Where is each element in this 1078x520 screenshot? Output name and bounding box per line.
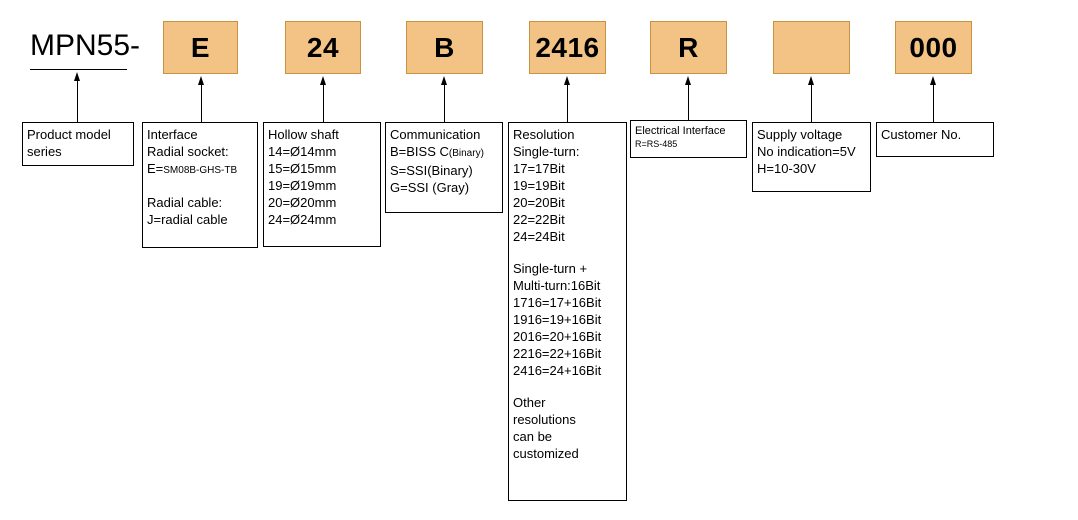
socket-prefix: E= [147,161,164,176]
resolution-multi-item: 2216=22+16Bit [513,346,602,361]
box-resolution: Resolution Single-turn: 17=17Bit 19=19Bi… [508,122,627,501]
arrow-supply [808,76,814,85]
code-box-shaft: 24 [285,21,361,74]
comm-biss: B=BISS C(Binary) [390,143,498,162]
resolution-item: 19=19Bit [513,178,565,193]
resolution-title: Resolution [513,127,575,142]
resolution-other: customized [513,446,579,461]
connector-resolution [567,84,568,122]
arrow-customer [930,76,936,85]
shaft-title: Hollow shaft [268,127,339,142]
interface-radial-socket: Radial socket: [147,144,229,159]
resolution-other: resolutions [513,412,576,427]
supply-title: Supply voltage [757,127,843,142]
supply-h: H=10-30V [757,161,816,176]
interface-socket-value: E=SM08B-GHS-TB [147,160,253,179]
connector-interface [201,84,202,122]
connector-electrical [688,84,689,120]
resolution-other: can be [513,429,553,444]
socket-part: SM08B-GHS-TB [163,165,238,176]
arrow-shaft [320,76,326,85]
shaft-item: 15=Ø15mm [268,161,337,176]
code-box-interface: E [163,21,238,74]
model-prefix: MPN55- [30,29,141,62]
arrow-communication [441,76,447,85]
code-box-electrical: R [650,21,727,74]
resolution-multi-title: Multi-turn:16Bit [513,278,601,293]
interface-title: Interface [147,127,198,142]
arrow-electrical [685,76,691,85]
arrow-resolution [564,76,570,85]
resolution-multi-item: 1916=19+16Bit [513,312,602,327]
supply-default: No indication=5V [757,144,856,159]
box-supply-voltage: Supply voltage No indication=5V H=10-30V [752,122,871,192]
box-interface: Interface Radial socket: E=SM08B-GHS-TB … [142,122,258,248]
electrical-value: R=RS-485 [635,139,678,149]
prefix-underline [30,69,127,70]
arrow-interface [198,76,204,85]
arrow-product [74,72,80,81]
resolution-multi-title: Single-turn + [513,261,588,276]
connector-communication [444,84,445,122]
code-box-communication: B [406,21,483,74]
resolution-multi-item: 2416=24+16Bit [513,363,602,378]
box-communication: Communication B=BISS C(Binary) S=SSI(Bin… [385,122,503,213]
connector-customer [933,84,934,122]
shaft-item: 24=Ø24mm [268,212,337,227]
electrical-title: Electrical Interface [635,125,726,137]
resolution-other: Other [513,395,546,410]
customer-title: Customer No. [881,127,962,142]
box-customer-no: Customer No. [876,122,994,157]
resolution-item: 17=17Bit [513,161,565,176]
product-line2: series [27,144,62,159]
box-electrical-interface: Electrical Interface R=RS-485 [630,120,747,158]
resolution-single-turn: Single-turn: [513,144,580,159]
product-line1: Product model [27,127,111,142]
comm-ssi-binary: S=SSI(Binary) [390,163,473,178]
connector-shaft [323,84,324,122]
resolution-multi-item: 2016=20+16Bit [513,329,602,344]
resolution-item: 22=22Bit [513,212,565,227]
biss-prefix: B=BISS C [390,144,449,159]
connector-supply [811,84,812,122]
resolution-item: 20=20Bit [513,195,565,210]
box-product-model: Product model series [22,122,134,166]
shaft-item: 20=Ø20mm [268,195,337,210]
biss-suffix: (Binary) [448,148,484,159]
comm-title: Communication [390,127,481,142]
comm-ssi-gray: G=SSI (Gray) [390,180,470,195]
connector-product [77,80,78,122]
code-box-customer: 000 [895,21,972,74]
code-box-supply [773,21,850,74]
interface-radial-cable: Radial cable: [147,195,223,210]
shaft-item: 19=Ø19mm [268,178,337,193]
shaft-item: 14=Ø14mm [268,144,337,159]
resolution-item: 24=24Bit [513,229,565,244]
box-hollow-shaft: Hollow shaft 14=Ø14mm 15=Ø15mm 19=Ø19mm … [263,122,381,247]
code-box-resolution: 2416 [529,21,606,74]
resolution-multi-item: 1716=17+16Bit [513,295,602,310]
interface-cable-value: J=radial cable [147,212,228,227]
